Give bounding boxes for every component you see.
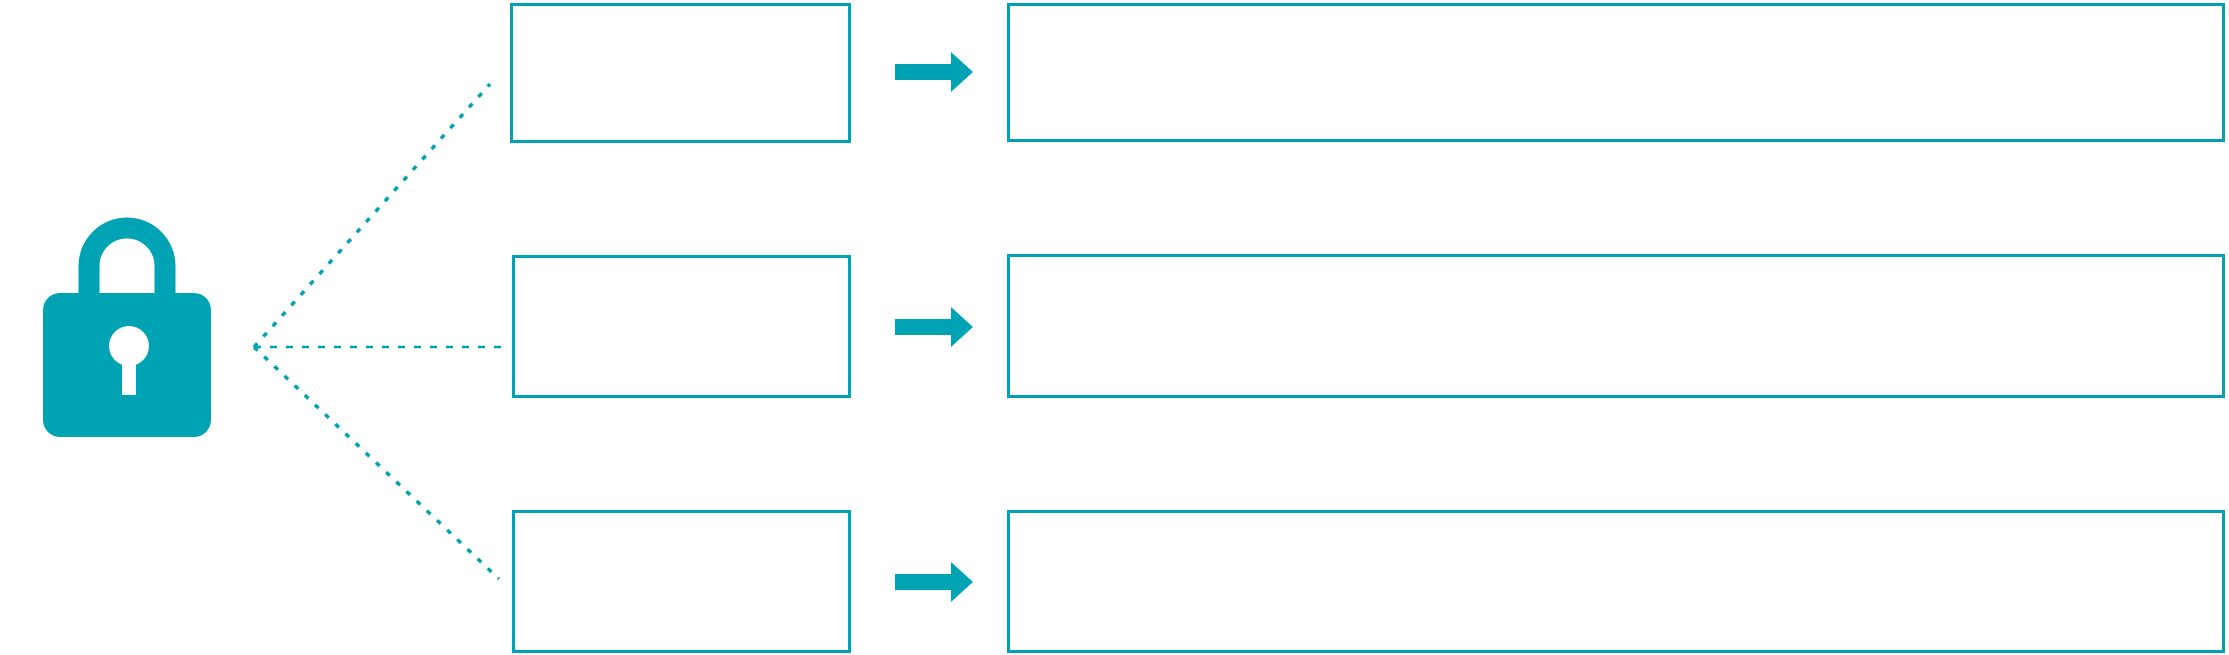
source-box-2	[512, 255, 851, 398]
right-arrow-icon-2	[895, 307, 973, 347]
target-box-1	[1007, 3, 2225, 142]
connector-line-top	[252, 82, 492, 349]
source-box-3	[512, 510, 851, 653]
padlock-icon	[43, 217, 211, 437]
right-arrow-icon-1	[895, 52, 973, 92]
connector-line-bottom	[252, 345, 501, 581]
target-box-3	[1007, 510, 2225, 653]
target-box-2	[1007, 254, 2225, 398]
source-box-1	[510, 3, 851, 143]
right-arrow-icon-3	[895, 562, 973, 602]
